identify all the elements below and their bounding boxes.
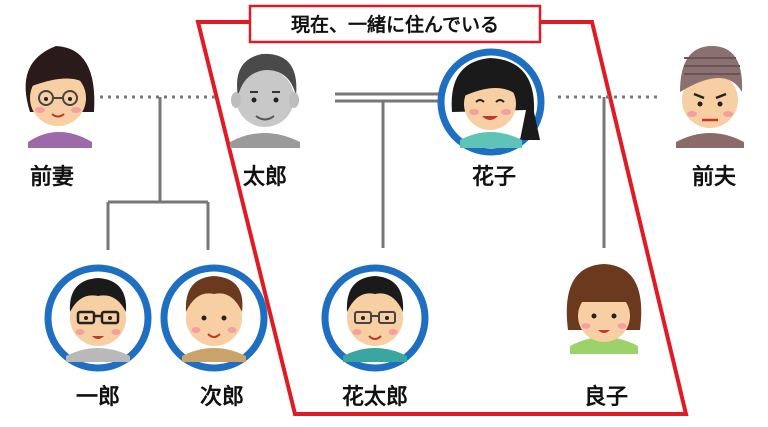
person-maeotto: 前夫 xyxy=(676,46,744,190)
person-label: 前夫 xyxy=(692,164,737,190)
boy-face-icon xyxy=(182,276,246,362)
person-label: 前妻 xyxy=(30,164,74,190)
person-taro: 太郎 xyxy=(230,53,300,190)
man-face-icon xyxy=(676,46,744,148)
household-title: 現在、一緒に住んでいる xyxy=(291,13,499,36)
person-ichiro: 一郎 xyxy=(44,264,152,410)
person-hanataro: 花太郎 xyxy=(321,264,429,410)
person-label: 花子 xyxy=(472,164,516,190)
person-jiro: 次郎 xyxy=(160,264,268,410)
person-label: 太郎 xyxy=(243,164,287,190)
boy-face-icon xyxy=(343,276,407,362)
household-title-banner: 現在、一緒に住んでいる xyxy=(248,4,542,44)
girl-face-icon xyxy=(566,264,642,354)
person-label: 良子 xyxy=(584,384,628,410)
person-maesai: 前妻 xyxy=(25,46,95,190)
woman-face-icon xyxy=(25,46,95,148)
person-label: 一郎 xyxy=(76,384,120,410)
man-face-icon xyxy=(230,53,300,148)
relationship-lines xyxy=(100,92,660,250)
person-label: 花太郎 xyxy=(342,384,408,410)
person-hanako: 花子 xyxy=(437,48,545,190)
person-ryoko: 良子 xyxy=(566,264,642,410)
boy-face-icon xyxy=(66,278,130,362)
person-label: 次郎 xyxy=(200,384,244,410)
woman-face-icon xyxy=(451,58,540,148)
